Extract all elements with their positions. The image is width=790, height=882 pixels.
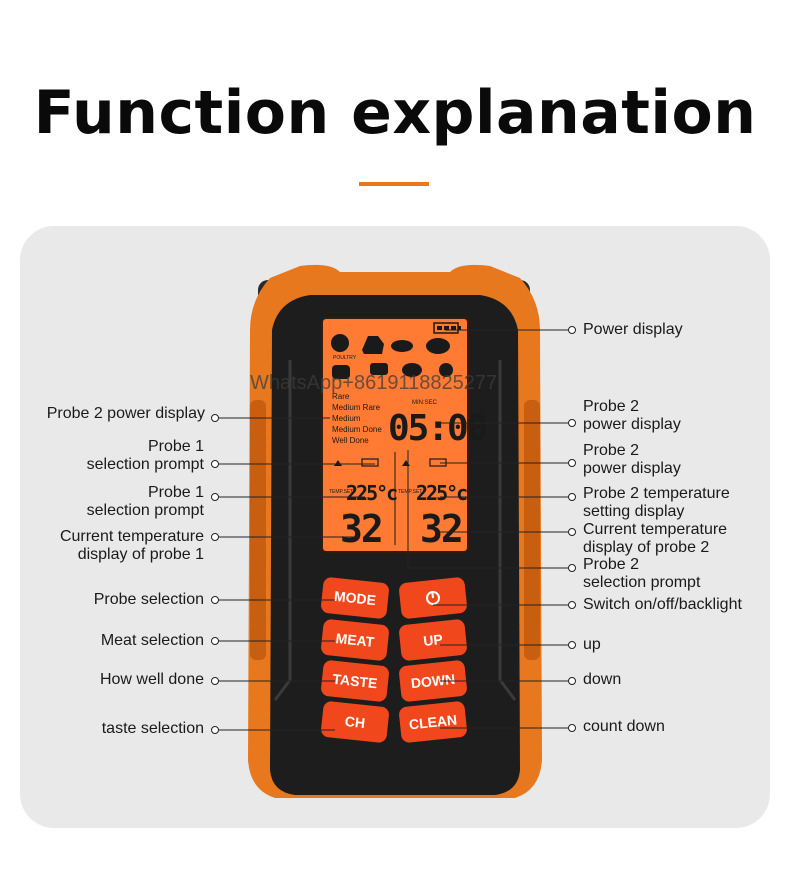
svg-text:UP: UP xyxy=(422,631,443,649)
callout-dot xyxy=(568,326,576,334)
callout-dot xyxy=(211,460,219,468)
label-down: down xyxy=(583,671,622,688)
svg-text:Medium Done: Medium Done xyxy=(332,425,382,434)
svg-text:TASTE: TASTE xyxy=(332,671,378,692)
callout-dot xyxy=(568,493,576,501)
label-probe-selection: Probe selection xyxy=(93,591,204,608)
callout-dot xyxy=(568,724,576,732)
svg-text:225°c: 225°c xyxy=(346,481,397,505)
callout-dot xyxy=(568,677,576,685)
mode-button-text: MODE xyxy=(333,588,376,608)
svg-text:Medium: Medium xyxy=(332,414,361,423)
callout-dot xyxy=(211,414,219,422)
label-switch-on-off: Switch on/off/backlight xyxy=(583,596,742,613)
label-count-down: count down xyxy=(583,718,665,735)
label-probe2-power-left: Probe 2 power display xyxy=(46,405,205,422)
callout-dot xyxy=(568,419,576,427)
callout-dot xyxy=(568,459,576,467)
svg-text:Well Done: Well Done xyxy=(332,436,369,445)
label-taste-selection: taste selection xyxy=(101,720,204,737)
svg-text:05:00: 05:00 xyxy=(388,408,487,449)
svg-text:Rare: Rare xyxy=(332,392,350,401)
svg-text:MIN:SEC: MIN:SEC xyxy=(412,400,438,406)
svg-text:DOWN: DOWN xyxy=(410,671,456,692)
label-power-display: Power display xyxy=(583,321,683,338)
svg-text:CH: CH xyxy=(344,713,366,731)
svg-text:32: 32 xyxy=(420,507,462,551)
callout-dot xyxy=(211,637,219,645)
watermark-text: WhatsApp+8619118825277 xyxy=(250,372,498,394)
callout-dot xyxy=(211,596,219,604)
callout-dot xyxy=(211,726,219,734)
svg-text:TEMP.SET: TEMP.SET xyxy=(398,489,422,495)
callout-dot xyxy=(568,528,576,536)
page-title: Function explanation xyxy=(33,78,757,148)
callout-dot xyxy=(211,533,219,541)
svg-text:MEAT: MEAT xyxy=(335,630,376,650)
title-accent-bar xyxy=(359,182,429,186)
callout-dot xyxy=(211,493,219,501)
callout-dot xyxy=(568,641,576,649)
lcd-screen xyxy=(322,318,468,552)
callout-dot xyxy=(568,564,576,572)
label-up: up xyxy=(583,636,601,653)
poultry-caption: POULTRY xyxy=(333,355,357,361)
label-meat-selection: Meat selection xyxy=(100,632,204,649)
svg-text:CLEAN: CLEAN xyxy=(408,712,458,733)
svg-text:225°c: 225°c xyxy=(416,481,467,505)
callout-dot xyxy=(211,677,219,685)
callout-dot xyxy=(568,601,576,609)
svg-text:32: 32 xyxy=(340,507,382,551)
svg-text:TEMP.SET: TEMP.SET xyxy=(329,489,353,495)
label-how-well-done: How well done xyxy=(99,671,204,688)
svg-text:Medium Rare: Medium Rare xyxy=(332,403,381,412)
